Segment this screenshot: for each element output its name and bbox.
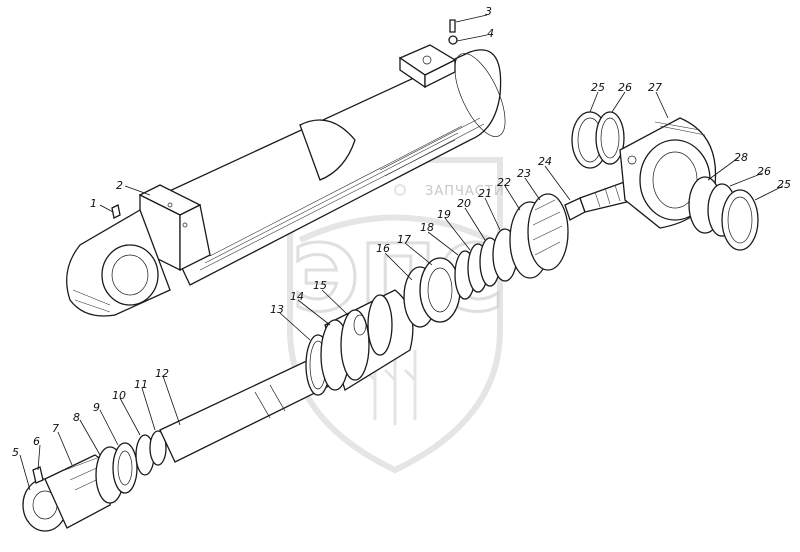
callout-22: 22 bbox=[497, 176, 511, 189]
cylinder-body bbox=[66, 19, 506, 317]
callout-14: 14 bbox=[290, 290, 304, 303]
callout-8: 8 bbox=[73, 411, 80, 424]
callout-26-top: 26 bbox=[618, 81, 632, 94]
callout-7: 7 bbox=[52, 422, 59, 435]
cylinder-head bbox=[571, 111, 759, 251]
callout-6: 6 bbox=[33, 435, 40, 448]
callout-11: 11 bbox=[134, 378, 148, 391]
callout-20: 20 bbox=[457, 197, 471, 210]
callout-1: 1 bbox=[90, 197, 97, 210]
callout-10: 10 bbox=[112, 389, 126, 402]
watermark-right-word: ЗАПЧАСТИ bbox=[425, 184, 505, 199]
callout-19: 19 bbox=[437, 208, 451, 221]
callout-4: 4 bbox=[487, 27, 494, 40]
callouts: 1 2 3 4 5 6 7 8 9 10 11 12 13 14 15 16 1… bbox=[12, 5, 791, 459]
piston-rod-assembly bbox=[22, 179, 636, 532]
callout-26-right: 26 bbox=[757, 165, 771, 178]
callout-16: 16 bbox=[376, 242, 390, 255]
callout-28: 28 bbox=[734, 151, 748, 164]
callout-17: 17 bbox=[397, 233, 411, 246]
watermark-arch bbox=[298, 214, 492, 243]
callout-24: 24 bbox=[538, 155, 552, 168]
callout-12: 12 bbox=[155, 367, 169, 380]
callout-5: 5 bbox=[12, 446, 19, 459]
callout-15: 15 bbox=[313, 279, 327, 292]
callout-25-right: 25 bbox=[777, 178, 791, 191]
callout-2: 2 bbox=[116, 179, 123, 192]
callout-13: 13 bbox=[270, 303, 284, 316]
port-hole bbox=[422, 55, 432, 65]
callout-27: 27 bbox=[648, 81, 662, 94]
gear-icon bbox=[394, 184, 406, 196]
callout-23: 23 bbox=[517, 167, 531, 180]
callout-18: 18 bbox=[420, 221, 434, 234]
callout-9: 9 bbox=[93, 401, 100, 414]
leader-lines bbox=[19, 14, 784, 491]
callout-3: 3 bbox=[485, 5, 492, 18]
callout-21: 21 bbox=[478, 187, 492, 200]
callout-25-top: 25 bbox=[591, 81, 605, 94]
